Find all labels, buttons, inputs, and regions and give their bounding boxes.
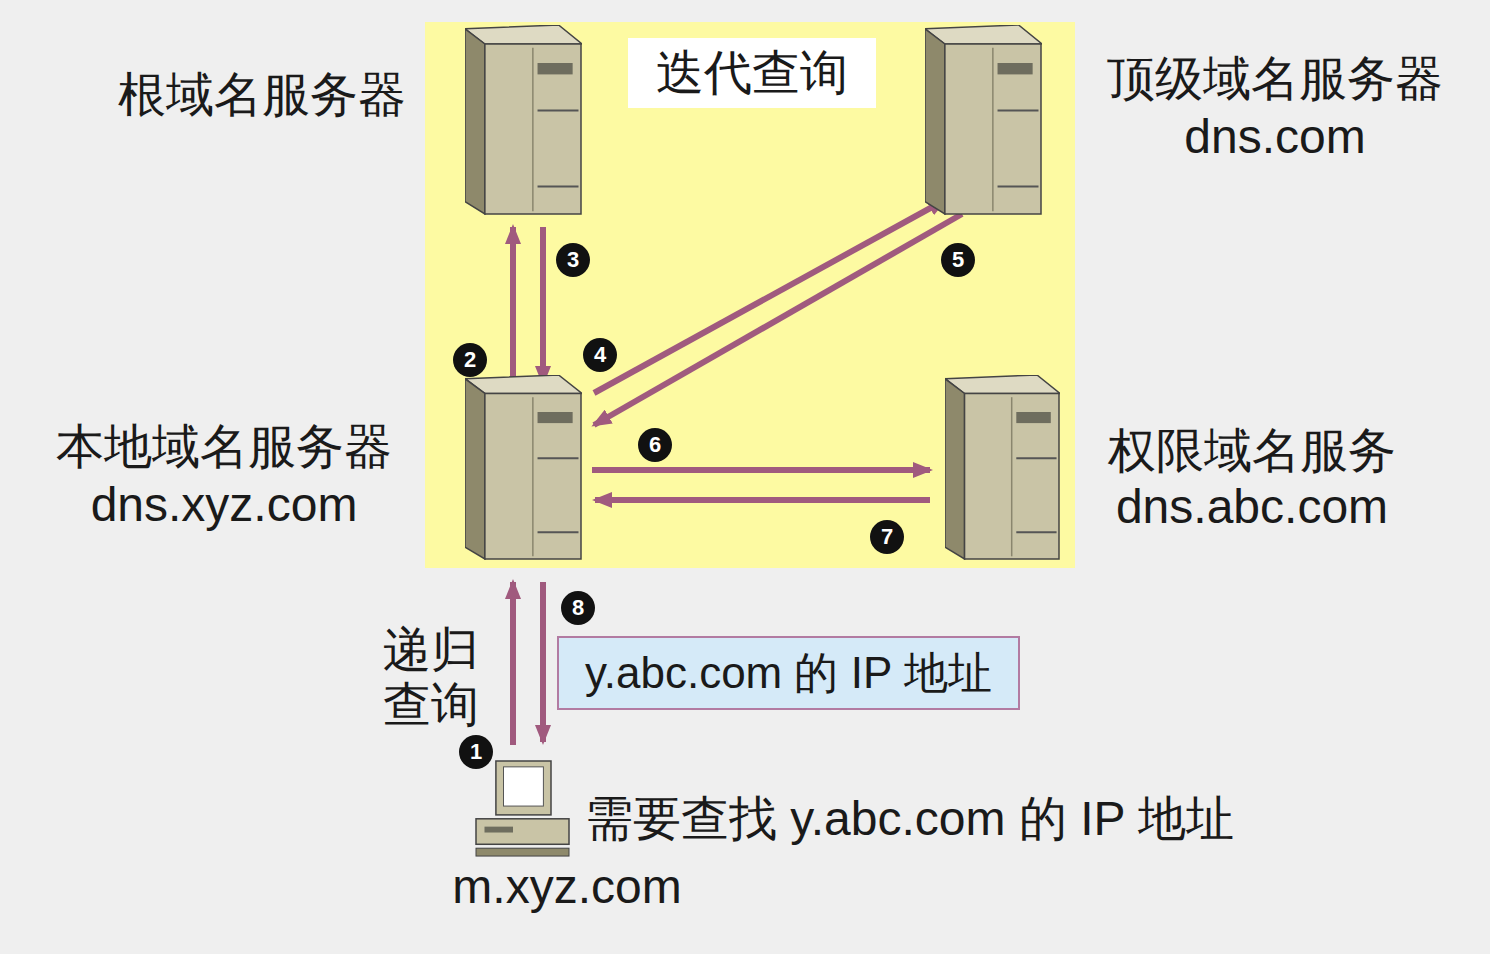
callout-number: 6 bbox=[638, 428, 672, 462]
server-line bbox=[998, 110, 1039, 112]
server-node: 本地域名服务器dns.xyz.com bbox=[465, 375, 582, 560]
server-line bbox=[998, 186, 1039, 188]
server-front bbox=[485, 394, 581, 560]
node-name: 根域名服务器 bbox=[118, 66, 406, 124]
query-type-label: 递归查询 bbox=[383, 622, 493, 732]
server-side bbox=[465, 379, 485, 559]
query-arrow bbox=[595, 497, 930, 503]
computer-icon bbox=[475, 760, 570, 858]
server-icon bbox=[465, 25, 582, 215]
drive-slot bbox=[485, 827, 514, 833]
query-arrow bbox=[540, 227, 546, 383]
query-arrow bbox=[510, 227, 516, 387]
server-node: 权限域名服务dns.abc.com bbox=[945, 375, 1060, 560]
server-line bbox=[538, 531, 579, 533]
node-name: 需要查找 y.abc.com 的 IP 地址 bbox=[585, 790, 1234, 848]
computer-base bbox=[476, 819, 569, 844]
callout-number: 3 bbox=[556, 243, 590, 277]
monitor bbox=[496, 761, 551, 815]
callout-number: 2 bbox=[453, 343, 487, 377]
callout-number: 7 bbox=[870, 520, 904, 554]
node-name: 顶级域名服务器 bbox=[1107, 50, 1443, 108]
server-slot bbox=[538, 63, 573, 74]
server-front bbox=[945, 44, 1041, 214]
callout-number: 5 bbox=[941, 243, 975, 277]
node-name: 本地域名服务器 bbox=[56, 418, 392, 476]
query-arrow bbox=[510, 582, 516, 745]
host-node: 需要查找 y.abc.com 的 IP 地址m.xyz.com bbox=[475, 760, 570, 858]
query-arrow bbox=[594, 200, 945, 393]
server-front bbox=[485, 44, 581, 214]
server-seam bbox=[532, 397, 534, 556]
domain-name: dns.com bbox=[1184, 108, 1365, 166]
server-slot bbox=[998, 63, 1033, 74]
screen bbox=[504, 767, 544, 806]
domain-name: m.xyz.com bbox=[452, 858, 681, 916]
server-node: 根域名服务器 bbox=[465, 25, 582, 215]
box-text: y.abc.com 的 IP 地址 bbox=[585, 647, 992, 700]
server-top bbox=[465, 375, 582, 394]
keyboard bbox=[476, 848, 569, 856]
iterative-query-region: 根域名服务器 顶级域名服务器dns.com 本地域名服务器dns.xyz.com 权限… bbox=[425, 22, 1075, 568]
server-icon bbox=[465, 375, 582, 560]
server-icon bbox=[945, 375, 1060, 560]
query-arrow bbox=[592, 467, 930, 473]
server-line bbox=[1016, 531, 1056, 533]
server-slot bbox=[1016, 412, 1051, 423]
server-line bbox=[1016, 457, 1056, 459]
iterative-region-fill bbox=[425, 22, 1075, 568]
server-slot bbox=[538, 412, 573, 423]
domain-name: dns.xyz.com bbox=[91, 476, 358, 534]
server-icon bbox=[925, 25, 1042, 215]
server-node: 顶级域名服务器dns.com bbox=[925, 25, 1042, 215]
server-top bbox=[465, 25, 582, 44]
server-seam bbox=[532, 48, 534, 211]
query-arrow bbox=[594, 214, 962, 425]
callout-number: 8 bbox=[561, 591, 595, 625]
server-top bbox=[925, 25, 1042, 44]
server-top bbox=[945, 375, 1060, 394]
server-seam bbox=[992, 48, 994, 211]
server-line bbox=[538, 186, 579, 188]
server-line bbox=[538, 110, 579, 112]
callout-number: 1 bbox=[459, 735, 493, 769]
domain-name: dns.abc.com bbox=[1116, 478, 1388, 536]
server-side bbox=[945, 379, 965, 559]
server-side bbox=[925, 29, 945, 214]
result-box: y.abc.com 的 IP 地址 bbox=[557, 636, 1020, 710]
server-line bbox=[538, 457, 579, 459]
node-name: 权限域名服务 bbox=[1108, 422, 1396, 480]
region-title: 迭代查询 bbox=[628, 38, 876, 108]
callout-number: 4 bbox=[583, 338, 617, 372]
query-arrow bbox=[540, 582, 546, 742]
server-seam bbox=[1011, 397, 1013, 556]
server-front bbox=[965, 394, 1059, 560]
server-side bbox=[465, 29, 485, 214]
